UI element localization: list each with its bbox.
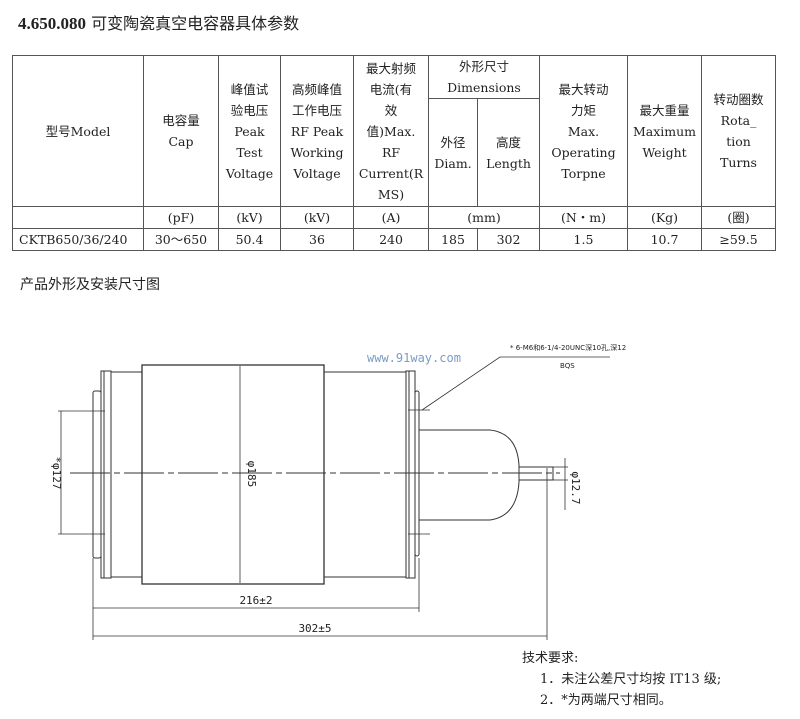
dim-flange-label: *φ127 [50,456,63,489]
table-row: CKTB650/36/240 30～650 50.4 36 240 185 30… [12,228,776,251]
header-dimensions: 外形尺寸 Dimensions [428,55,540,99]
dim-302-label: 302±5 [298,622,331,635]
technical-notes: 技术要求: 1．未注公差尺寸均按 IT13 级; 2．*为两端尺寸相同。 [522,648,721,711]
cell-torque: 1.5 [539,228,628,251]
cell-turns: ≥59.5 [701,228,776,251]
callout-label-2: BQS [560,362,575,370]
header-diam: 外径 Diam. [428,98,478,207]
section-title: 产品外形及安装尺寸图 [20,277,160,293]
dim-216-label: 216±2 [239,594,272,607]
spec-table: 型号Model 电容量 Cap 峰值试 验电压 Peak Test Voltag… [12,55,776,251]
capacitor-outline [92,364,554,585]
title-text: 可变陶瓷真空电容器具体参数 [86,14,300,33]
unit-cell: (kV) [218,206,281,229]
watermark: www.91way.com [367,351,461,365]
cell-model: CKTB650/36/240 [12,228,144,251]
notes-heading: 技术要求: [522,651,579,666]
note-item: 1．未注公差尺寸均按 IT13 级; [540,672,722,687]
header-turns: 转动圈数 Rota_ tion Turns [701,55,776,207]
callout-label: * 6-M6和6-1/4-20UNC深10孔,深12 [510,343,626,352]
dimension-lines [58,356,610,640]
cell-weight: 10.7 [627,228,702,251]
header-length: 高度 Length [477,98,540,207]
cell-peak-test: 50.4 [218,228,281,251]
model-code: 4.650.080 [18,14,86,33]
header-weight: 最大重量 Maximum Weight [627,55,702,207]
dim-body-label: φ185 [245,461,258,488]
note-item: 2．*为两端尺寸相同。 [540,693,672,708]
header-model: 型号Model [12,55,144,207]
cell-length: 302 [477,228,540,251]
page-title: 4.650.080 可变陶瓷真空电容器具体参数 [18,10,299,34]
dim-shaft-label: φ12.7 [569,471,582,504]
header-cap: 电容量 Cap [143,55,219,207]
